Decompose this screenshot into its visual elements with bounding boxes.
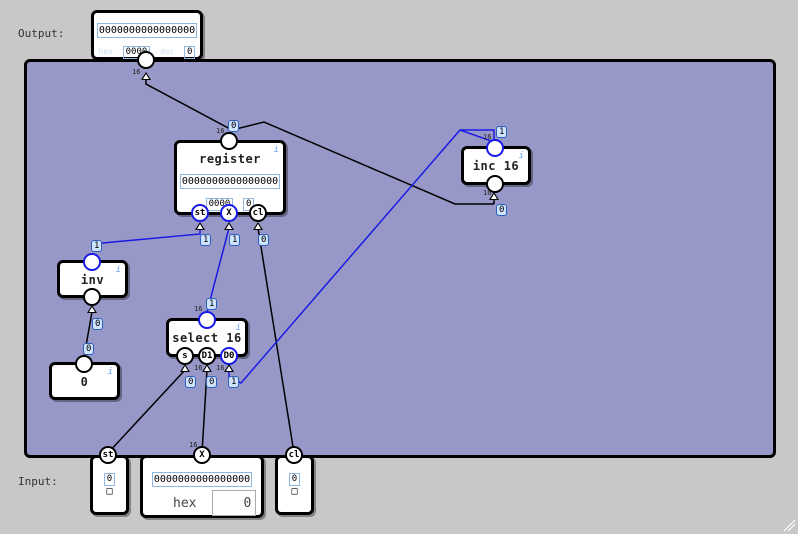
input-x-bits[interactable]: 0000000000000000 — [151, 472, 253, 487]
input-st-checkbox[interactable]: □ — [106, 486, 113, 497]
inc16-arrow-icon — [489, 192, 499, 200]
const0-out-port[interactable] — [75, 355, 93, 373]
select16-d1-arrow-icon — [202, 364, 212, 372]
info-icon[interactable]: i — [273, 145, 279, 155]
input-label: Input: — [18, 475, 58, 488]
inv-arrow-icon — [87, 305, 97, 313]
select16-s-port[interactable]: s — [176, 347, 194, 365]
info-icon[interactable]: i — [115, 265, 121, 275]
wire-value-badge: 0 — [92, 318, 104, 330]
output-bits: 0000000000000000 — [96, 23, 198, 38]
const0-title: 0 — [80, 375, 89, 389]
input-cl-port[interactable]: cl — [285, 446, 303, 464]
select16-out-port[interactable] — [198, 311, 216, 329]
width-label: 16 — [216, 364, 225, 372]
width-label: 16 — [132, 68, 141, 76]
register-bits: 0000000000000000 — [179, 174, 281, 189]
wire-value-badge: 1 — [206, 298, 218, 310]
resize-grip-icon[interactable] — [782, 518, 796, 532]
wire-value-badge: 0 — [83, 343, 95, 355]
wire-value-badge: 0 — [206, 376, 218, 388]
input-x-port[interactable]: X — [193, 446, 211, 464]
inv-in-port[interactable] — [83, 288, 101, 306]
input-st-node: 0 □ — [90, 455, 129, 515]
width-label: 16 — [483, 189, 492, 197]
width-label: 16 — [483, 133, 492, 141]
register-cl-port[interactable]: cl — [249, 204, 267, 222]
output-dec: 0 — [184, 46, 196, 59]
register-out-port[interactable] — [220, 132, 238, 150]
width-label: 16 — [194, 364, 203, 372]
register-x-port[interactable]: X — [220, 204, 238, 222]
output-hex-label: hex — [98, 47, 113, 56]
inv-out-port[interactable] — [83, 253, 101, 271]
select16-d1-port[interactable]: D1 — [198, 347, 216, 365]
wire-value-badge: 0 — [258, 234, 270, 246]
output-in-port[interactable] — [137, 51, 155, 69]
wire-value-badge: 0 — [496, 204, 508, 216]
width-label: 16 — [216, 127, 225, 135]
wire-value-badge: 0 — [185, 376, 197, 388]
register-st-arrow-icon — [195, 222, 205, 230]
inv-title: inv — [80, 273, 105, 287]
wire-value-badge: 1 — [200, 234, 212, 246]
inc16-title: inc 16 — [472, 159, 520, 173]
input-x-hex-field[interactable]: 0 — [212, 490, 257, 516]
wire-value-badge: 1 — [91, 240, 103, 252]
inc16-in-port[interactable] — [486, 139, 504, 157]
input-x-hex-label: hex — [173, 496, 197, 511]
register-cl-arrow-icon — [253, 222, 263, 230]
register-title: register — [199, 152, 261, 166]
select16-s-arrow-icon — [180, 364, 190, 372]
wire-value-badge: 0 — [228, 120, 240, 132]
input-x-node: 0000000000000000 hex 0 — [140, 455, 264, 518]
info-icon[interactable]: i — [107, 367, 113, 377]
input-st-value[interactable]: 0 — [103, 473, 116, 486]
output-label: Output: — [18, 27, 65, 40]
register-st-port[interactable]: st — [191, 204, 209, 222]
width-label: 16 — [189, 441, 198, 449]
info-icon[interactable]: i — [518, 151, 524, 161]
wire-value-badge: 1 — [229, 234, 241, 246]
input-cl-checkbox[interactable]: □ — [291, 486, 298, 497]
select16-d0-port[interactable]: D0 — [220, 347, 238, 365]
circuit-canvas[interactable] — [24, 59, 776, 458]
wire-value-badge: 1 — [496, 126, 508, 138]
select16-title: select 16 — [172, 331, 242, 345]
info-icon[interactable]: i — [235, 323, 241, 333]
wire-value-badge: 1 — [228, 376, 240, 388]
input-st-port[interactable]: st — [99, 446, 117, 464]
input-cl-node: 0 □ — [275, 455, 314, 515]
register-x-arrow-icon — [224, 222, 234, 230]
width-label: 16 — [194, 305, 203, 313]
input-cl-value[interactable]: 0 — [288, 473, 301, 486]
output-dec-label: dec — [159, 47, 175, 56]
output-arrow-icon — [141, 72, 151, 80]
select16-d0-arrow-icon — [224, 364, 234, 372]
